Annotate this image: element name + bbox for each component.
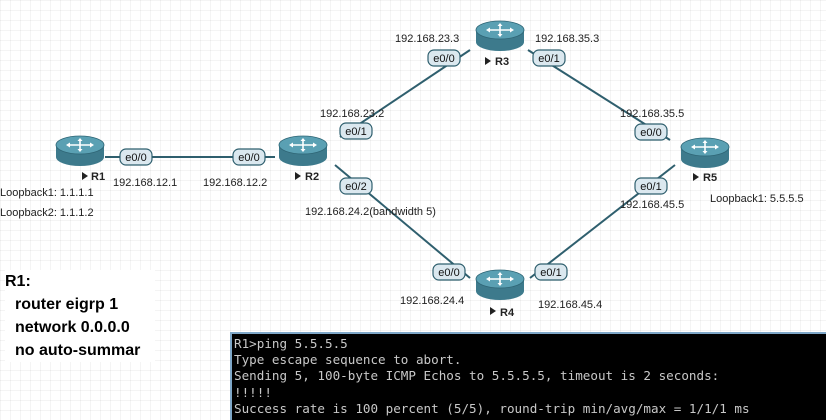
ip-label-r2-e0-1: 192.168.23.2: [320, 108, 384, 120]
ip-label-r1-e0-0: 192.168.12.1: [113, 177, 177, 189]
loopback-label-r5-lo1: Loopback1: 5.5.5.5: [710, 193, 804, 205]
notes-line: router eigrp 1: [15, 296, 119, 313]
router-r5[interactable]: R5: [680, 137, 730, 184]
loopback-label-r1-lo1: Loopback1: 1.1.1.1: [0, 187, 94, 199]
router-r3[interactable]: R3: [475, 20, 525, 68]
terminal-line: !!!!!: [234, 384, 272, 400]
ip-label-r3-e0-1: 192.168.35.3: [535, 33, 599, 45]
svg-text:e0/0: e0/0: [125, 152, 146, 164]
notes-line: network 0.0.0.0: [15, 319, 130, 336]
play-icon: [485, 57, 491, 65]
play-icon: [693, 173, 699, 181]
router-r2[interactable]: R2: [278, 135, 328, 183]
interface-r5-e0-0[interactable]: e0/0: [634, 123, 668, 141]
terminal-window[interactable]: R1>ping 5.5.5.5 Type escape sequence to …: [230, 332, 826, 420]
interface-r3-e0-1[interactable]: e0/1: [532, 49, 566, 67]
notes-line: no auto-summar: [15, 342, 141, 359]
play-icon: [490, 307, 496, 315]
interface-r4-e0-0[interactable]: e0/0: [432, 263, 466, 281]
interface-r2-e0-2[interactable]: e0/2: [339, 177, 373, 195]
svg-text:e0/0: e0/0: [438, 267, 459, 279]
config-notes: R1: router eigrp 1 network 0.0.0.0 no au…: [5, 270, 155, 362]
ip-label-r4-e0-0: 192.168.24.4: [400, 295, 464, 307]
svg-text:e0/0: e0/0: [433, 53, 454, 65]
interface-r4-e0-1[interactable]: e0/1: [534, 263, 568, 281]
svg-text:e0/1: e0/1: [538, 53, 559, 65]
terminal-line: R1>ping 5.5.5.5: [234, 336, 348, 351]
terminal-line: Success rate is 100 percent (5/5), round…: [234, 400, 750, 416]
interface-r3-e0-0[interactable]: e0/0: [427, 49, 461, 67]
interface-r2-e0-0[interactable]: e0/0: [232, 148, 266, 166]
svg-text:e0/1: e0/1: [345, 126, 366, 138]
svg-text:e0/0: e0/0: [640, 127, 661, 139]
svg-text:e0/1: e0/1: [640, 181, 661, 193]
terminal-line: Sending 5, 100-byte ICMP Echos to 5.5.5.…: [234, 368, 720, 384]
router-name: R1: [91, 171, 105, 183]
ip-label-r5-e0-0: 192.168.35.5: [620, 108, 684, 120]
ip-label-r2-e0-2: 192.168.24.2(bandwidth 5): [305, 206, 436, 218]
links-layer: [105, 49, 676, 279]
router-name: R2: [305, 171, 319, 183]
ip-label-r3-e0-0: 192.168.23.3: [395, 33, 459, 45]
router-name: R4: [500, 307, 515, 319]
ip-label-r4-e0-1: 192.168.45.4: [538, 299, 602, 311]
interface-r1-e0-0[interactable]: e0/0: [119, 148, 153, 166]
ip-label-r5-e0-1: 192.168.45.5: [620, 199, 684, 211]
notes-title: R1:: [5, 273, 31, 290]
svg-text:e0/0: e0/0: [238, 152, 259, 164]
loopback-label-r1-lo2: Loopback2: 1.1.1.2: [0, 207, 94, 219]
interface-r5-e0-1[interactable]: e0/1: [634, 177, 668, 195]
svg-text:e0/2: e0/2: [345, 181, 366, 193]
terminal-line: Type escape sequence to abort.: [234, 352, 462, 368]
router-r1[interactable]: R1: [55, 135, 105, 183]
ip-label-r2-e0-0: 192.168.12.2: [203, 177, 267, 189]
play-icon: [82, 172, 88, 180]
router-name: R3: [495, 56, 509, 68]
interface-r2-e0-1[interactable]: e0/1: [339, 122, 373, 140]
play-icon: [295, 172, 301, 180]
svg-text:e0/1: e0/1: [540, 267, 561, 279]
router-r4[interactable]: R4: [475, 269, 525, 319]
router-name: R5: [703, 172, 717, 184]
